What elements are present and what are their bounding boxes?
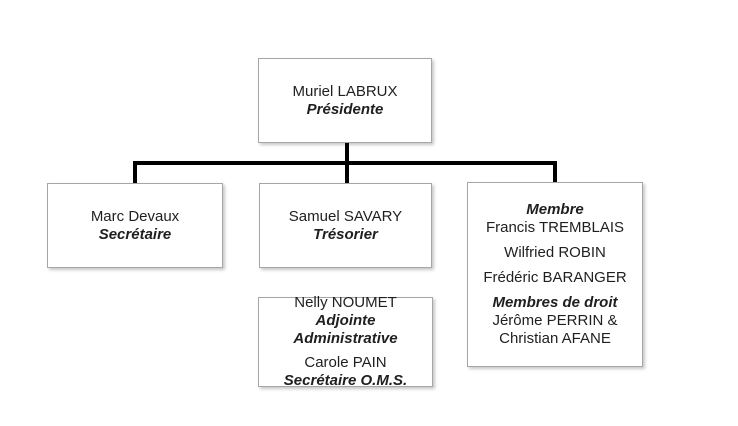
- admin-title: Secrétaire O.M.S.: [283, 372, 408, 389]
- org-box-members: Membre Francis TREMBLAIS Wilfried ROBIN …: [467, 182, 643, 367]
- org-box-secretary: Marc Devaux Secrétaire: [47, 183, 223, 268]
- org-box-treasurer: Samuel SAVARY Trésorier: [259, 183, 432, 268]
- member-name: Frédéric BARANGER: [483, 269, 627, 286]
- member-name: Wilfried ROBIN: [504, 244, 606, 261]
- connector-horizontal-bar: [133, 161, 557, 165]
- admin-name: Nelly NOUMET: [294, 294, 397, 311]
- submember-name: Christian AFANE: [499, 330, 611, 347]
- member-name: Francis TREMBLAIS: [485, 219, 625, 236]
- president-name: Muriel LABRUX: [292, 82, 398, 100]
- org-box-admin: Nelly NOUMET Adjointe Administrative Car…: [258, 294, 433, 389]
- admin-name: Carole PAIN: [304, 354, 387, 371]
- president-title: Présidente: [306, 100, 384, 118]
- secretary-title: Secrétaire: [98, 225, 172, 243]
- org-box-president: Muriel LABRUX Présidente: [258, 58, 432, 143]
- submember-name: Jérôme PERRIN &: [492, 312, 618, 329]
- connector-drop-members: [553, 161, 557, 183]
- admin-title: Adjointe Administrative: [293, 312, 398, 347]
- members-subheading: Membres de droit: [492, 294, 618, 311]
- treasurer-title: Trésorier: [313, 225, 378, 243]
- secretary-name: Marc Devaux: [90, 207, 180, 225]
- treasurer-name: Samuel SAVARY: [288, 207, 403, 225]
- connector-drop-secretary: [133, 161, 137, 184]
- members-heading: Membre: [526, 201, 584, 218]
